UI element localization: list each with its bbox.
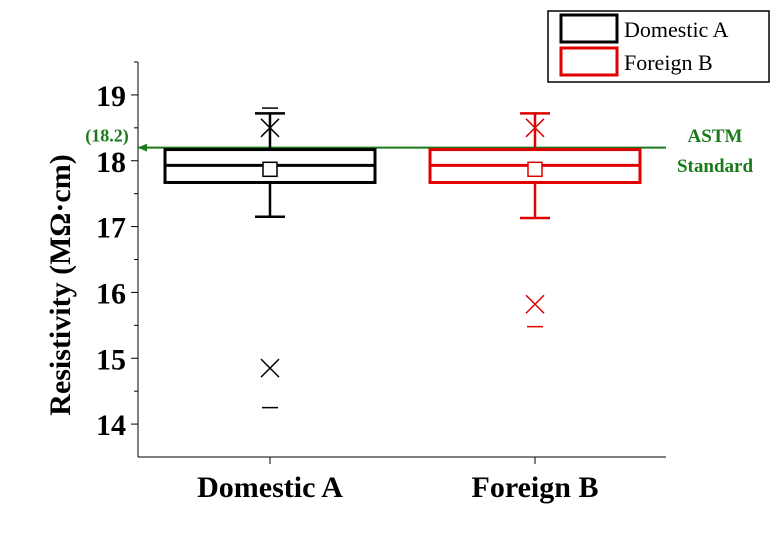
- y-tick-label: 19: [96, 80, 126, 113]
- x-category-label: Foreign B: [472, 471, 599, 504]
- astm-value-label: (18.2): [85, 126, 129, 147]
- box-1: [428, 112, 642, 328]
- legend-swatch-domestic-a: [559, 13, 619, 44]
- astm-reference: (18.2) ASTM Standard: [85, 126, 753, 177]
- legend-label-domestic-a: Domestic A: [624, 17, 729, 42]
- mean-marker: [527, 161, 543, 178]
- y-tick-label: 15: [96, 343, 126, 376]
- y-tick-label: 18: [96, 146, 126, 179]
- y-tick-label: 16: [96, 277, 126, 310]
- mean-marker: [262, 161, 278, 178]
- astm-label-line2: Standard: [677, 156, 753, 177]
- y-tick-label: 17: [96, 212, 126, 245]
- legend-label-foreign-b: Foreign B: [624, 50, 713, 75]
- legend: Domestic A Foreign B: [547, 10, 770, 83]
- x-marker: [260, 118, 280, 138]
- x-marker: [525, 294, 545, 314]
- plot-area: 14 15 16 17 18 19 Domestic A Foreign B (18.2) A…: [85, 61, 753, 504]
- y-ticks: 14 15 16 17 18 19: [96, 61, 138, 442]
- x-marker: [260, 358, 280, 378]
- x-ticks: Domestic A Foreign B: [197, 457, 598, 504]
- astm-arrow-head: [138, 143, 147, 152]
- astm-label-line1: ASTM: [688, 126, 743, 147]
- y-axis-label: Resistivity (MΩ·cm): [44, 154, 77, 415]
- legend-swatch-foreign-b: [559, 46, 619, 77]
- y-tick-label: 14: [96, 409, 126, 442]
- box-0: [163, 107, 377, 409]
- boxes: [163, 107, 642, 409]
- x-category-label: Domestic A: [197, 471, 343, 504]
- x-marker: [525, 118, 545, 138]
